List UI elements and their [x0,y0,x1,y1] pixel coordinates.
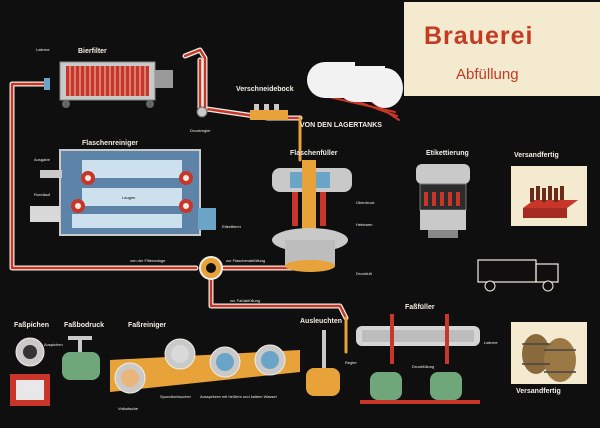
label-auspichen: Auspichen [44,342,63,347]
bottle-washer [30,149,216,236]
label-etikettierer: Etikettierer [222,224,242,229]
beer-filter [44,61,173,108]
label-laugen: Laugen [122,195,136,200]
delivery-truck [477,259,559,292]
title-panel: Brauerei Abfüllung [404,2,600,96]
label-ausleuchten: Ausleuchten [300,318,343,325]
label-versandfertig-1: Versandfertig [514,152,559,159]
label-rundlauf: Rundlauf [34,192,51,197]
label-regler: Regler [345,360,357,365]
keg-washer [110,338,300,394]
pressure-regulator [196,106,208,118]
keg-pressure-test [62,336,100,380]
label-ausgabe: Ausgabe [34,157,50,162]
label-von-filteranlage: von der Filteranlage [130,258,166,263]
label-zur-flaschenabfuellung: zur Flaschenabfüllung [226,258,266,263]
keg-inspection [306,330,340,396]
label-laterne: Laterne [36,47,50,52]
label-druckluft: Druckluft [356,271,372,276]
label-hebearm: Hebearm [356,222,373,227]
label-ueberdruck: Überdruck [356,200,375,205]
labeling-machine [416,164,470,238]
central-valve [199,256,223,280]
label-etikettierung: Etikettierung [426,150,469,157]
keg-line-core [209,278,348,320]
label-verschneidebock: Verschneidebock [236,86,294,93]
keg-pitching [10,337,50,406]
label-laterne-2: Laterne [484,340,498,345]
keg-filler [356,314,480,404]
label-flaschenreiniger: Flaschenreiniger [82,140,139,147]
blending-manifold [250,104,288,120]
label-fassreiniger: Faßreiniger [128,322,167,329]
label-flaschenfueller: Flaschenfüller [290,150,338,157]
label-spundlochsucher: Spundlochsucher [160,394,191,399]
pipelines [9,47,400,354]
label-versandfertig-2: Versandfertig [516,388,561,395]
label-zur-fassabfuellung: zur Faßabfüllung [230,298,261,303]
label-lagertanks: VON DEN LAGERTANKS [300,122,382,129]
label-bierfilter: Bierfilter [78,48,107,55]
bottle-filler [272,160,352,272]
subtitle-text: Abfüllung [456,66,519,83]
title-text: Brauerei [424,22,534,50]
storage-tanks [307,62,403,108]
label-fassfueller: Faßfüller [405,304,435,311]
label-ausspritzen: Ausspritzen mit heißem und kaltem Wasser [200,394,277,399]
label-vollwaesche: Vollwäsche [118,406,139,411]
label-fassbodruck: Faßbodruck [64,322,105,329]
label-druckfuellung: Druckfüllung [412,364,435,369]
bottle-crate-panel [511,166,587,226]
label-druckregler: Druckregler [190,128,211,133]
barrel-panel [511,322,587,384]
label-fasspichen: Faßpichen [14,322,50,329]
left-feed-core [10,82,198,270]
filter-loop-core [183,48,207,110]
